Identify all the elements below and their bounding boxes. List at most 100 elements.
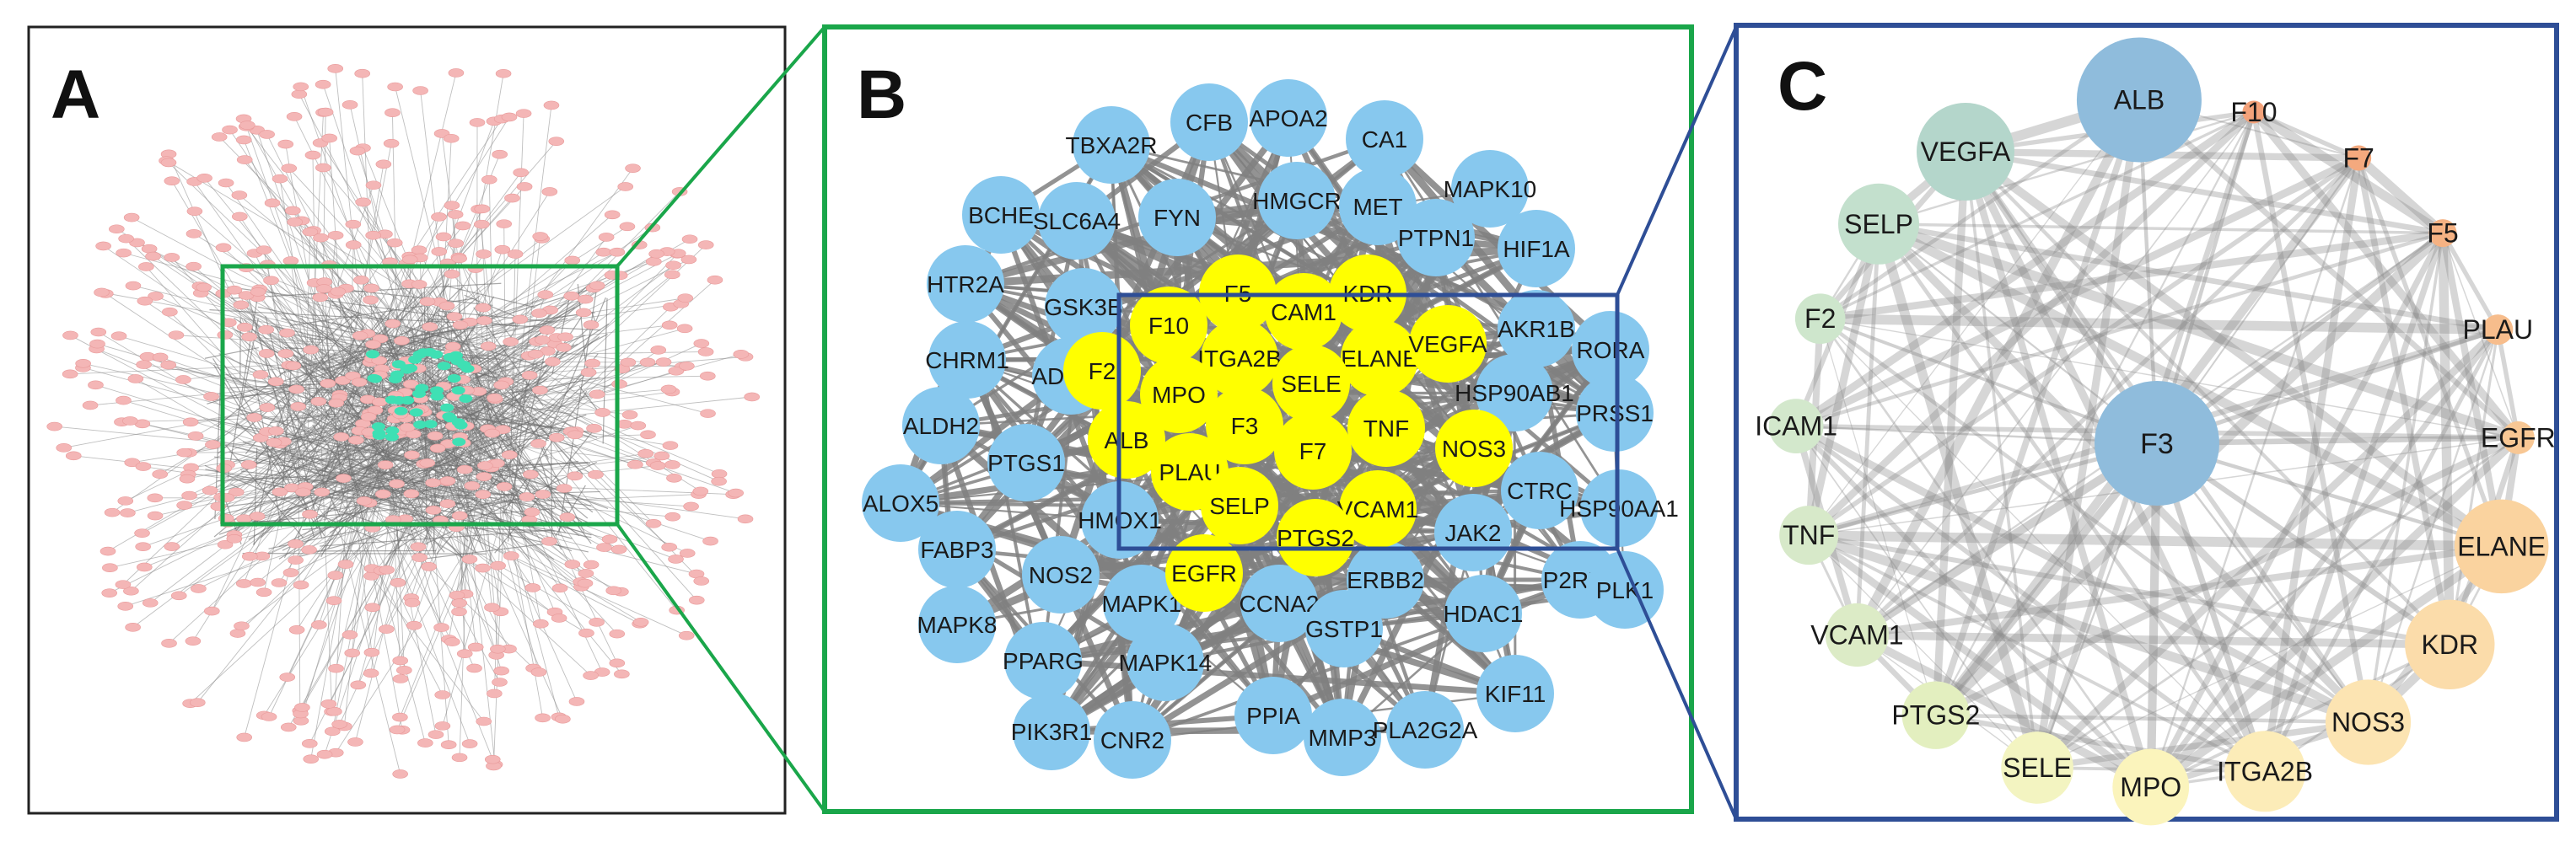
network-node bbox=[496, 219, 513, 228]
network-node bbox=[387, 82, 403, 92]
network-edge bbox=[240, 318, 259, 405]
network-node bbox=[666, 473, 682, 483]
network-node bbox=[504, 193, 520, 203]
network-edge bbox=[289, 334, 323, 340]
b-node-rora: RORA bbox=[1572, 311, 1649, 388]
network-edge bbox=[204, 464, 386, 544]
network-node bbox=[116, 395, 132, 405]
network-node bbox=[452, 320, 469, 330]
node-label: SELE bbox=[2003, 753, 2072, 783]
node-label: CTRC bbox=[1507, 478, 1573, 504]
network-node bbox=[281, 163, 298, 173]
network-edge bbox=[242, 553, 487, 555]
network-node bbox=[136, 360, 152, 369]
node-label: PLAU bbox=[2463, 314, 2534, 345]
node-label: KIF11 bbox=[1485, 681, 1546, 707]
network-node bbox=[401, 255, 418, 265]
network-node bbox=[507, 249, 524, 259]
network-node bbox=[476, 249, 492, 259]
network-node bbox=[75, 358, 91, 368]
network-edge bbox=[302, 393, 464, 559]
network-node bbox=[127, 374, 144, 383]
network-node bbox=[444, 341, 461, 351]
network-node bbox=[467, 642, 484, 652]
network-node bbox=[519, 492, 535, 501]
network-node bbox=[240, 460, 257, 469]
network-node bbox=[443, 133, 460, 143]
network-node bbox=[688, 595, 705, 605]
panel-a-node-group bbox=[46, 64, 760, 779]
node-circle bbox=[1498, 290, 1575, 367]
network-node bbox=[115, 580, 132, 589]
network-node bbox=[147, 511, 164, 521]
network-node bbox=[160, 360, 177, 370]
node-label: PTPN1 bbox=[1398, 225, 1474, 251]
network-node bbox=[411, 280, 428, 289]
c-node-f5: F5 bbox=[2427, 218, 2458, 249]
network-edge bbox=[253, 373, 282, 528]
network-node bbox=[189, 698, 206, 708]
network-node bbox=[320, 699, 337, 709]
network-node bbox=[249, 512, 266, 521]
network-edge bbox=[486, 501, 578, 702]
network-node bbox=[145, 251, 161, 261]
network-node bbox=[683, 501, 699, 512]
network-edge bbox=[279, 324, 454, 375]
node-circle bbox=[1476, 354, 1553, 431]
network-node bbox=[285, 206, 301, 216]
network-node bbox=[435, 232, 452, 242]
network-node bbox=[419, 297, 436, 307]
network-node bbox=[575, 308, 592, 318]
network-node bbox=[390, 578, 406, 587]
node-circle bbox=[1277, 499, 1354, 576]
node-circle bbox=[1206, 387, 1283, 464]
network-node bbox=[702, 536, 718, 546]
network-node bbox=[490, 644, 506, 654]
network-node bbox=[239, 121, 255, 130]
network-node bbox=[609, 247, 626, 257]
network-edge bbox=[965, 358, 1206, 575]
c-node-vcam1: VCAM1 bbox=[1810, 603, 1904, 667]
network-node bbox=[737, 514, 754, 524]
node-circle bbox=[1476, 655, 1554, 732]
network-node bbox=[330, 287, 347, 297]
node-label: F3 bbox=[2140, 428, 2174, 460]
network-core-node bbox=[412, 389, 427, 399]
network-edge bbox=[408, 353, 567, 533]
c-node-f7: F7 bbox=[2343, 143, 2374, 174]
node-label: GSK3B bbox=[1044, 294, 1122, 320]
network-edge bbox=[2438, 233, 2455, 645]
network-node bbox=[524, 507, 540, 517]
network-edge bbox=[1820, 110, 2255, 320]
network-edge bbox=[2148, 231, 2446, 789]
node-label: APOA2 bbox=[1249, 105, 1327, 131]
node-label: VEGFA bbox=[1408, 331, 1487, 357]
network-node bbox=[440, 740, 457, 750]
network-core-node bbox=[451, 386, 465, 395]
network-node bbox=[311, 620, 327, 630]
node-label: HMGCR bbox=[1252, 188, 1342, 214]
node-circle bbox=[1201, 319, 1278, 397]
node-circle bbox=[1825, 603, 1889, 667]
node-circle bbox=[2076, 37, 2202, 163]
node-label: TNF bbox=[1783, 520, 1835, 550]
network-node bbox=[303, 345, 319, 355]
network-node bbox=[365, 180, 382, 190]
node-circle bbox=[1127, 624, 1204, 701]
network-edge bbox=[2036, 545, 2502, 769]
network-node bbox=[135, 542, 151, 551]
network-edge bbox=[384, 286, 412, 373]
network-node bbox=[543, 100, 560, 110]
network-edge bbox=[105, 293, 327, 441]
node-label: GSTP1 bbox=[1305, 616, 1383, 642]
network-edge bbox=[494, 356, 576, 477]
network-node bbox=[650, 346, 667, 355]
network-node bbox=[396, 666, 412, 675]
node-circle bbox=[2095, 381, 2219, 506]
network-node bbox=[532, 385, 548, 395]
network-edge bbox=[204, 346, 259, 359]
network-node bbox=[620, 357, 637, 367]
b-core-node-selp: SELP bbox=[1201, 467, 1278, 544]
network-node bbox=[577, 294, 594, 304]
network-node bbox=[676, 324, 693, 334]
